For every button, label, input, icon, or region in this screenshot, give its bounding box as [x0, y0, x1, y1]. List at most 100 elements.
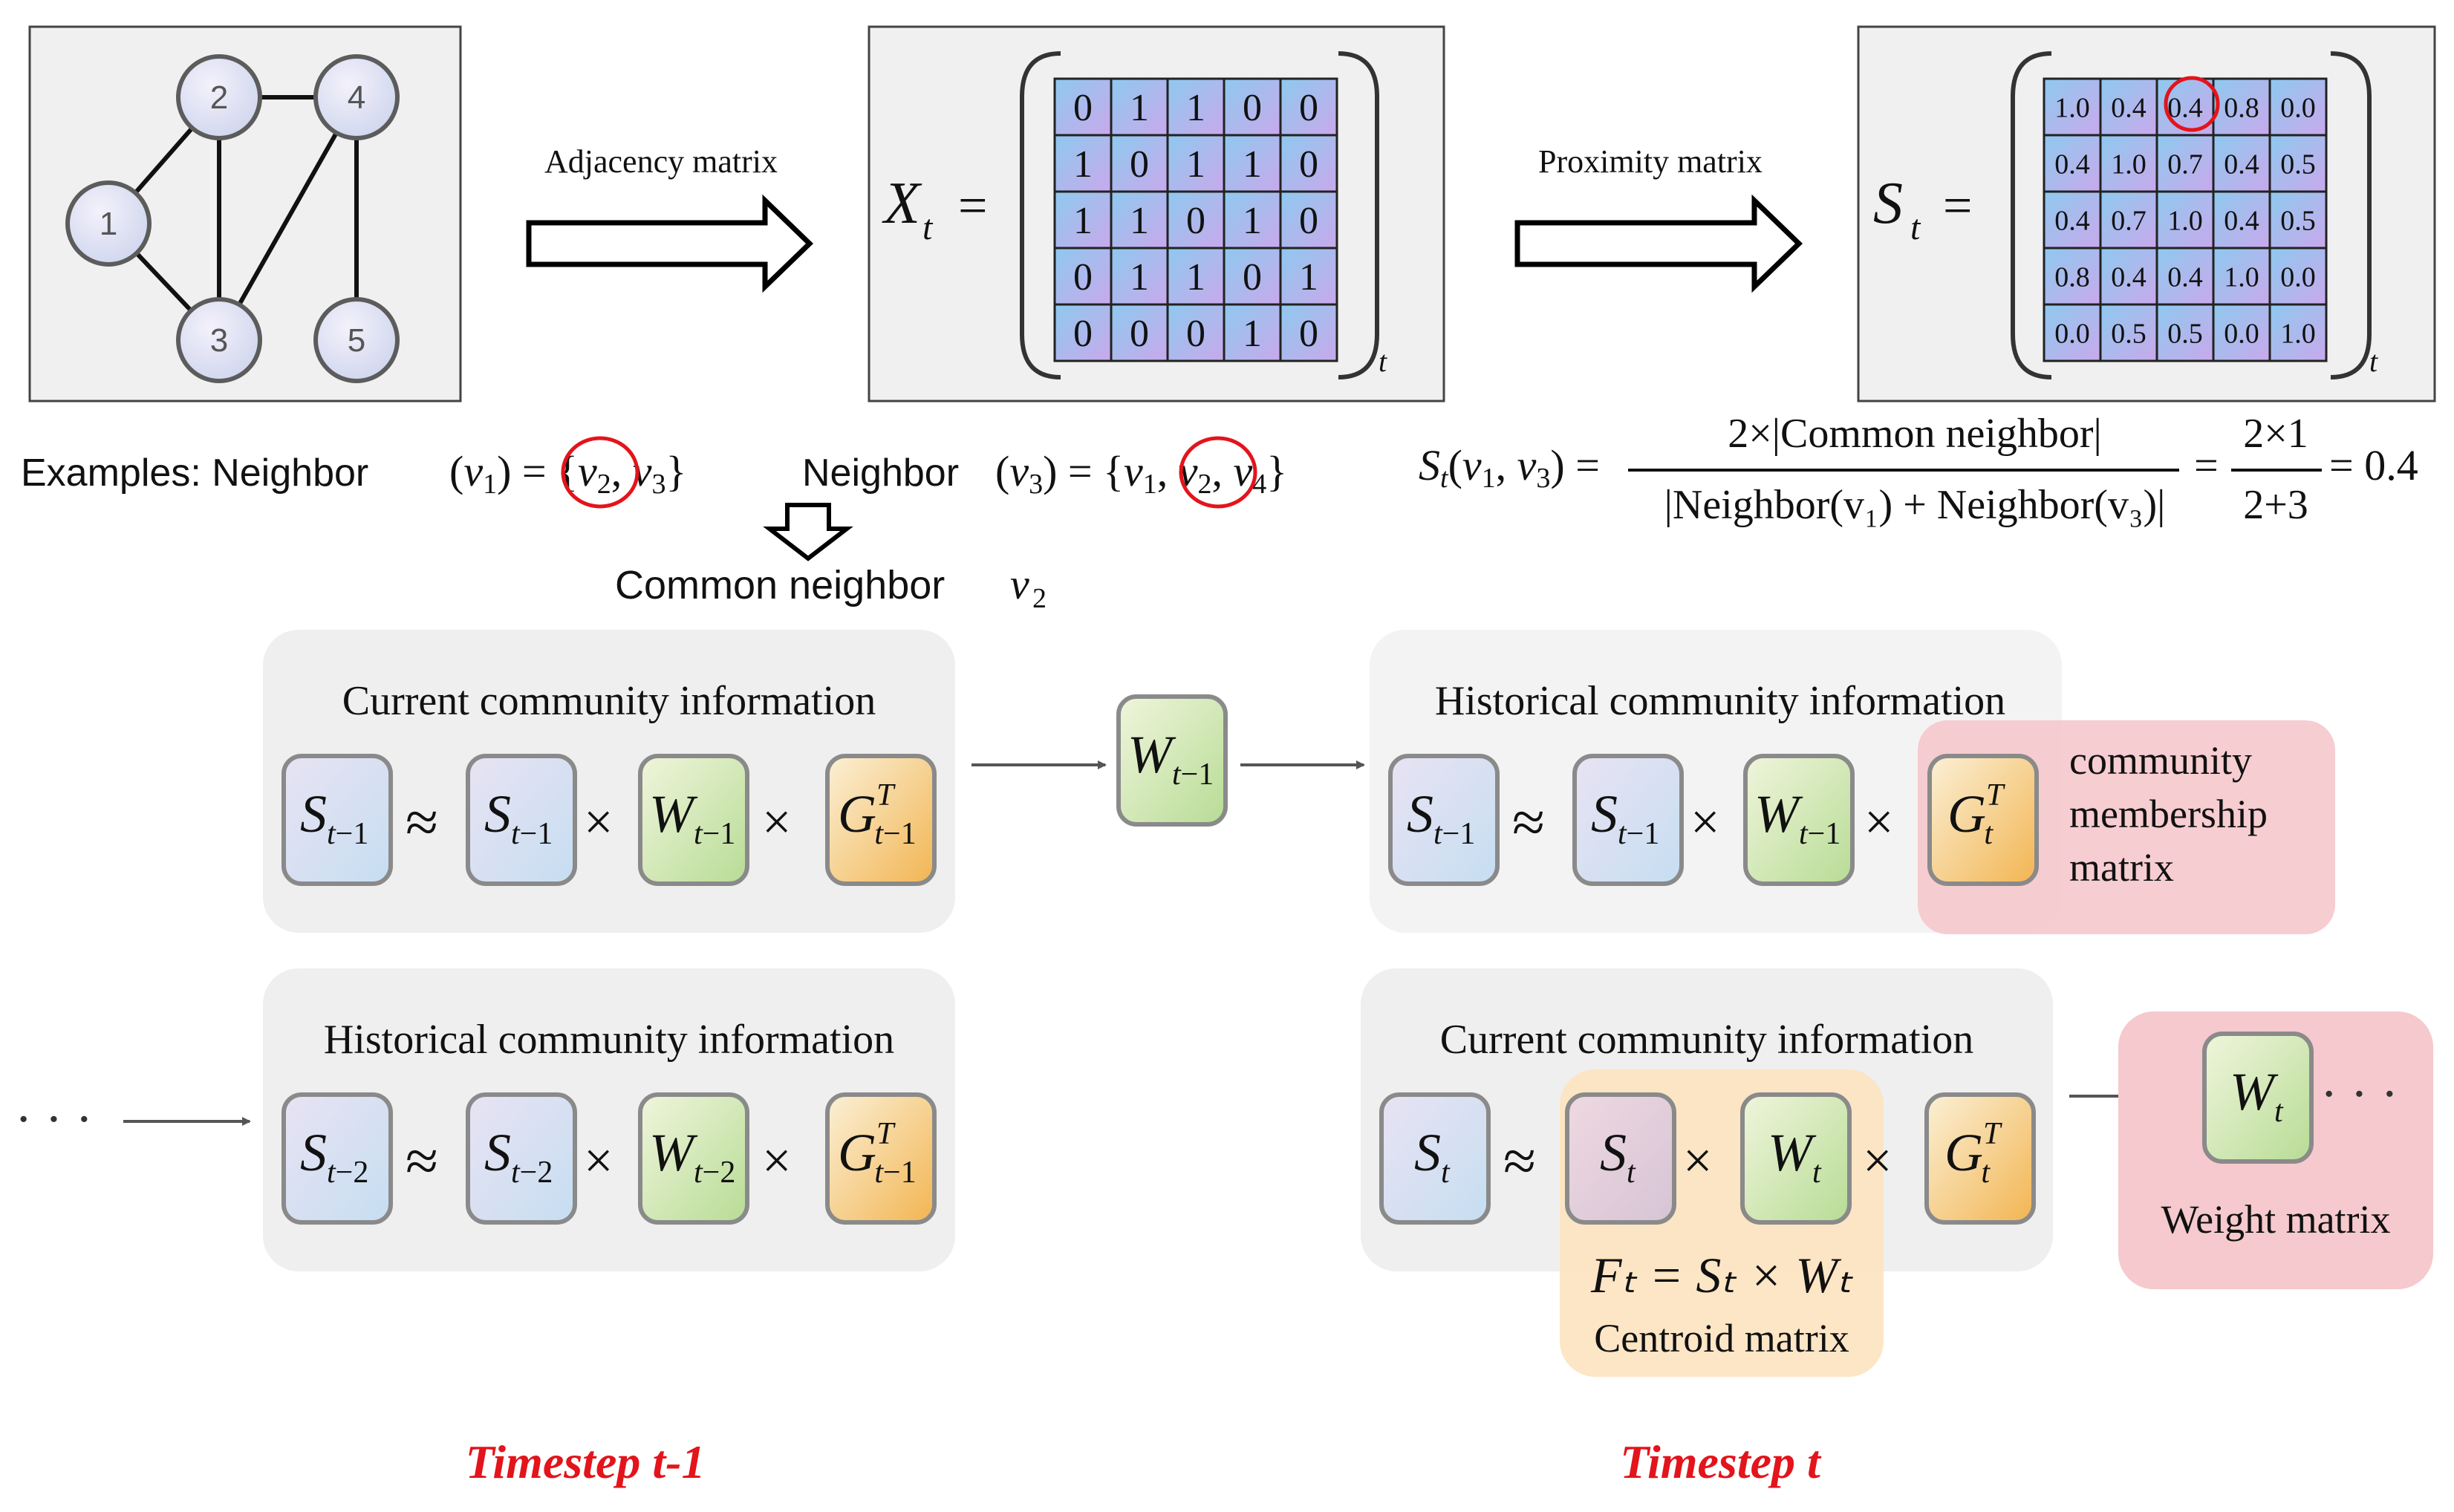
- svg-text:3: 3: [210, 322, 228, 359]
- matrix-cell-value: 1: [1130, 256, 1149, 299]
- matrix-cell-value: 0: [1073, 256, 1093, 299]
- adjacency-var: X: [882, 171, 922, 236]
- matrix-cell: [2212, 77, 2271, 137]
- svg-text:1: 1: [100, 206, 117, 242]
- svg-text:×: ×: [1683, 1133, 1712, 1190]
- svg-text:×: ×: [1863, 1133, 1892, 1190]
- matrix-cell-value: 0.4: [2054, 205, 2090, 236]
- matrix-cell: [1223, 134, 1282, 193]
- matrix-cell-value: 1: [1243, 313, 1262, 355]
- svg-text:=: =: [958, 177, 987, 235]
- matrix-cell: [2212, 247, 2271, 306]
- svg-text:St(v1, v3) =: St(v1, v3) =: [1419, 441, 1600, 494]
- adjacency-arrow: Adjacency matrix: [526, 143, 814, 293]
- timestep-cur: Timestep t: [1620, 1436, 1822, 1488]
- matrix-cell: [2099, 303, 2158, 362]
- svg-text:t: t: [922, 208, 934, 247]
- matrix-cell-value: 1: [1243, 200, 1262, 242]
- matrix-cell-value: 0.7: [2111, 205, 2147, 236]
- matrix-cell-value: 0.4: [2167, 261, 2203, 293]
- matrix-cell: [1279, 303, 1338, 362]
- w-prev-node: Wt−1: [1116, 694, 1228, 827]
- matrix-cell: [2268, 134, 2328, 193]
- matrix-cell: [1053, 303, 1113, 362]
- matrix-cell-value: 0.5: [2111, 318, 2147, 349]
- timestep-prev: Timestep t-1: [466, 1436, 706, 1488]
- graph-panel: 1 2 3 4 5: [28, 25, 462, 403]
- svg-text:|Neighbor(v₁) + Neighbor(v₃)|: |Neighbor(v₁) + Neighbor(v₃)|: [1664, 482, 2166, 528]
- matrix-cell: [2155, 303, 2215, 362]
- ellipsis-left: · · ·: [15, 1091, 93, 1148]
- svg-text:4: 4: [348, 79, 365, 116]
- svg-text:Fₜ = Sₜ × Wₜ: Fₜ = Sₜ × Wₜ: [1590, 1247, 1853, 1303]
- matrix-cell: [1223, 190, 1282, 250]
- matrix-cell-value: 1: [1299, 256, 1318, 299]
- matrix-cell: [1110, 303, 1169, 362]
- svg-text:t: t: [1379, 345, 1387, 378]
- matrix-cell: [1279, 247, 1338, 306]
- matrix-cell-value: 0.4: [2054, 149, 2090, 180]
- matrix-cell-value: 1: [1073, 200, 1093, 242]
- svg-text:2: 2: [210, 79, 228, 116]
- matrix-cell-value: 0: [1073, 87, 1093, 129]
- svg-text:2×|Common neighbor|: 2×|Common neighbor|: [1728, 411, 2102, 457]
- svg-text:=: =: [2194, 441, 2219, 489]
- matrix-cell-value: 1.0: [2224, 261, 2259, 293]
- matrix-cell: [1279, 134, 1338, 193]
- matrix-cell-value: 0: [1243, 87, 1262, 129]
- matrix-cell-value: 0: [1299, 87, 1318, 129]
- matrix-cell-value: 1.0: [2167, 205, 2203, 236]
- svg-text:2×1: 2×1: [2243, 411, 2308, 457]
- matrix-cell-value: 0: [1299, 200, 1318, 242]
- matrix-cell: [1166, 190, 1226, 250]
- matrix-cell-value: 1.0: [2111, 149, 2147, 180]
- matrix-cell-value: 0: [1186, 313, 1205, 355]
- svg-text:5: 5: [348, 322, 365, 359]
- svg-text:≈: ≈: [406, 790, 438, 856]
- svg-text:Wt−1: Wt−1: [649, 784, 735, 851]
- matrix-cell: [1166, 247, 1226, 306]
- proximity-arrow: Proximity matrix: [1514, 143, 1803, 293]
- svg-text:=: =: [1943, 177, 1972, 235]
- matrix-cell-value: 0.4: [2111, 261, 2147, 293]
- svg-text:Current community information: Current community information: [342, 678, 876, 724]
- svg-text:community: community: [2069, 738, 2252, 783]
- matrix-cell: [2043, 134, 2102, 193]
- matrix-cell-value: 0.5: [2280, 205, 2316, 236]
- svg-text:St−1: St−1: [1591, 784, 1659, 851]
- svg-text:2+3: 2+3: [2243, 482, 2308, 528]
- matrix-cell: [1053, 77, 1113, 137]
- matrix-cell-value: 0.0: [2054, 318, 2090, 349]
- matrix-cell: [2099, 77, 2158, 137]
- matrix-cell: [1110, 190, 1169, 250]
- panel-historical-cur: Historical community information St−1 ≈ …: [1370, 630, 2335, 934]
- svg-text:matrix: matrix: [2069, 845, 2174, 890]
- svg-text:Historical community informati: Historical community information: [324, 1017, 894, 1063]
- matrix-cell-value: 1: [1243, 143, 1262, 186]
- matrix-cell: [1223, 303, 1282, 362]
- matrix-cell-value: 1.0: [2280, 318, 2316, 349]
- panel-current-cur: Current community information St ≈ St × …: [1361, 968, 2053, 1377]
- svg-text:≈: ≈: [406, 1129, 438, 1194]
- matrix-cell-value: 0.4: [2167, 92, 2203, 123]
- matrix-cell-value: 1: [1186, 143, 1205, 186]
- matrix-cell: [2043, 77, 2102, 137]
- panel-historical-prev: Historical community information St−2 ≈ …: [263, 968, 955, 1271]
- svg-text:Adjacency matrix: Adjacency matrix: [544, 143, 778, 180]
- svg-text:(v3) = {v1, v2, v4}: (v3) = {v1, v2, v4}: [995, 447, 1287, 500]
- matrix-cell-value: 1: [1186, 87, 1205, 129]
- node-3: 3: [176, 297, 262, 383]
- matrix-cell-value: 0: [1243, 256, 1262, 299]
- svg-text:= 0.4: = 0.4: [2329, 441, 2418, 489]
- svg-text:Weight matrix: Weight matrix: [2161, 1197, 2390, 1242]
- svg-text:v: v: [1010, 560, 1029, 608]
- matrix-cell-value: 1: [1073, 143, 1093, 186]
- matrix-cell: [1166, 77, 1226, 137]
- highlight-circle: [2164, 76, 2220, 132]
- proximity-var: S: [1873, 171, 1903, 236]
- matrix-cell-value: 0: [1130, 143, 1149, 186]
- matrix-cell: [2155, 190, 2215, 250]
